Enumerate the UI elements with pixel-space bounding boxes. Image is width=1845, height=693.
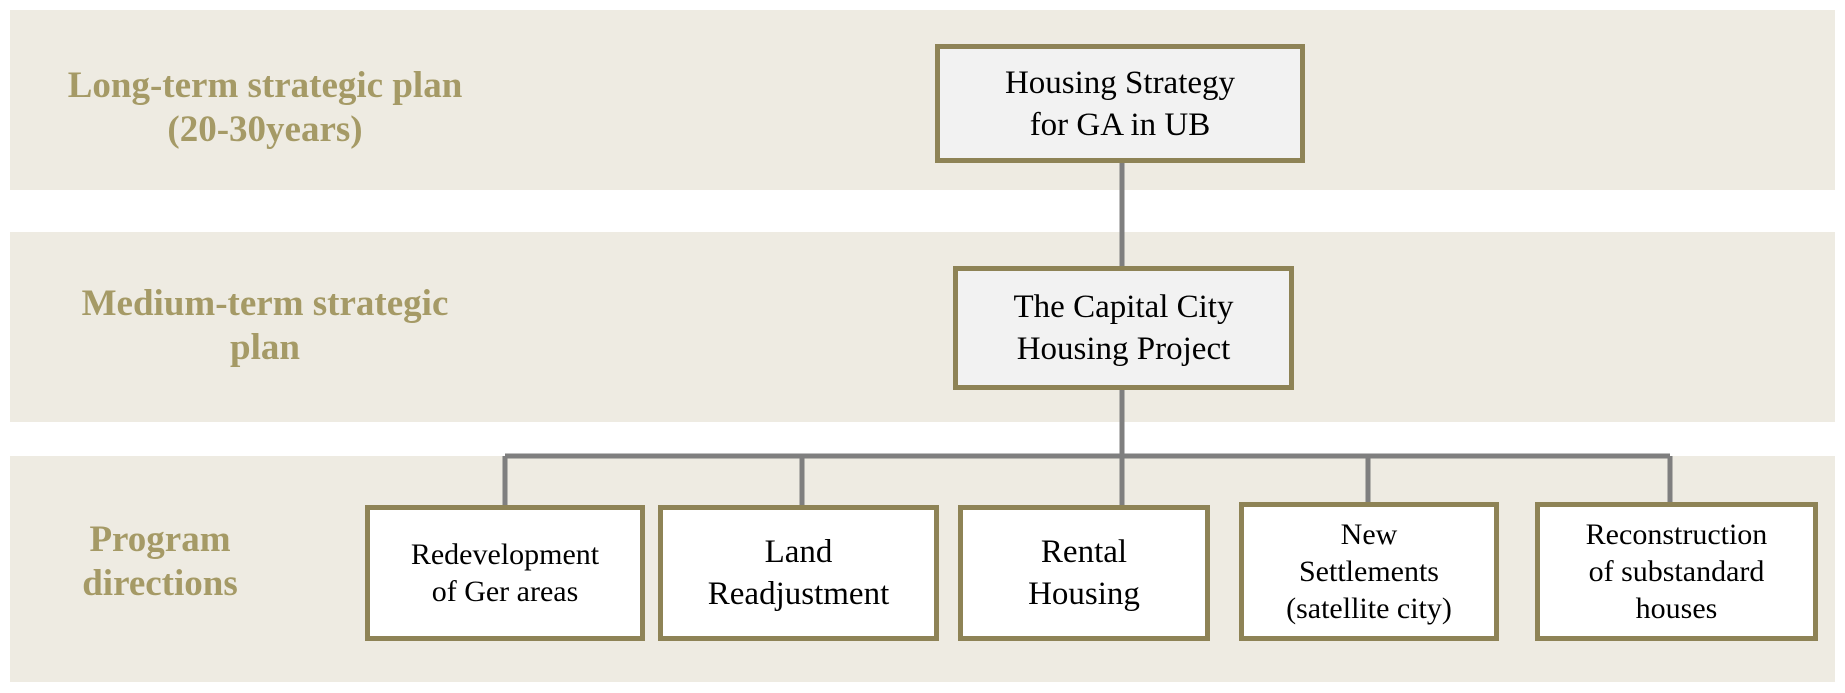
- level-label-long-term: Long-term strategic plan (20-30years): [67, 65, 463, 150]
- level-label-medium-term: Medium-term strategic plan: [81, 283, 449, 368]
- node-program-reconstruction: Reconstruction of substandard houses: [1535, 502, 1818, 641]
- band-medium-term: [10, 232, 1835, 422]
- level-label-program-directions: Program directions: [82, 519, 238, 604]
- node-program-new-settlements: New Settlements (satellite city): [1239, 502, 1499, 641]
- node-capital-city-housing-project: The Capital City Housing Project: [953, 266, 1294, 390]
- node-program-redevelopment: Redevelopment of Ger areas: [365, 505, 645, 641]
- node-housing-strategy: Housing Strategy for GA in UB: [935, 44, 1305, 163]
- band-long-term: [10, 10, 1835, 190]
- node-program-rental-housing: Rental Housing: [958, 505, 1210, 641]
- node-program-land-readjustment: Land Readjustment: [658, 505, 939, 641]
